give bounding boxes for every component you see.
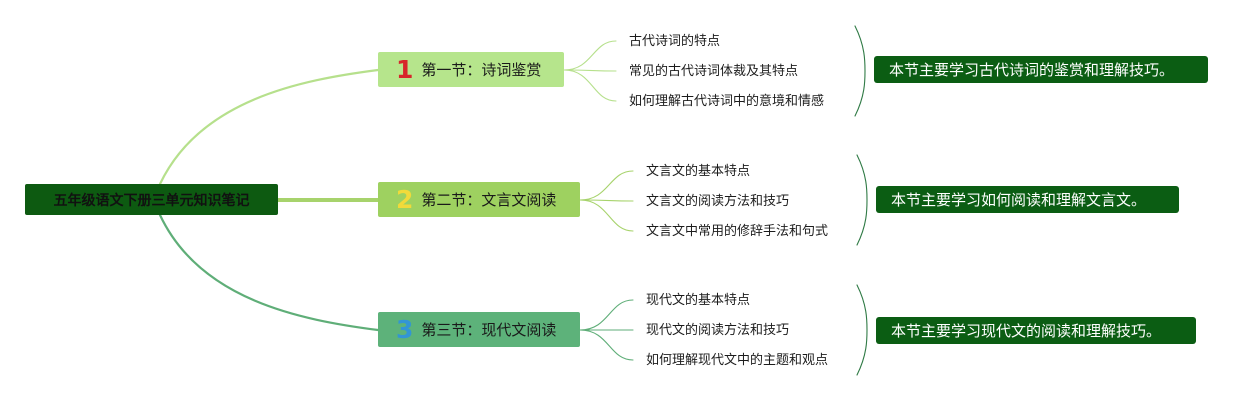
point-link-1-3 [563,69,617,102]
point-1-2: 常见的古代诗词体裁及其特点 [629,64,799,79]
point-link-2-3 [579,199,634,232]
section-number-1: 1 [396,55,414,84]
point-link-1-1 [563,40,617,71]
section-node-3[interactable]: 3 第三节：现代文阅读 [378,312,580,347]
root-link-1 [158,68,380,186]
section-node-1[interactable]: 1 第一节：诗词鉴赏 [378,52,564,87]
summary-text-3: 本节主要学习现代文的阅读和理解技巧。 [891,322,1162,340]
root-link-3 [158,213,380,332]
point-2-2: 文言文的阅读方法和技巧 [646,194,790,209]
summary-text-1: 本节主要学习古代诗词的鉴赏和理解技巧。 [889,61,1175,79]
point-link-2-1 [579,170,634,201]
summary-brace-2 [856,154,868,246]
summary-text-2: 本节主要学习如何阅读和理解文言文。 [891,191,1147,209]
point-3-3: 如何理解现代文中的主题和观点 [646,353,829,368]
summary-node-1[interactable]: 本节主要学习古代诗词的鉴赏和理解技巧。 [874,56,1208,83]
section-title-3: 第三节：现代文阅读 [421,321,557,339]
summary-node-2[interactable]: 本节主要学习如何阅读和理解文言文。 [876,186,1179,213]
point-link-3-1 [579,299,634,331]
point-3-2: 现代文的阅读方法和技巧 [646,323,790,338]
section-title-2: 第二节：文言文阅读 [421,191,557,209]
section-number-3: 3 [396,315,414,344]
summary-node-3[interactable]: 本节主要学习现代文的阅读和理解技巧。 [876,317,1196,344]
summary-brace-1 [854,25,866,117]
point-link-3-3 [579,329,634,361]
section-node-2[interactable]: 2 第二节：文言文阅读 [378,182,580,217]
summary-brace-3 [856,284,868,376]
section-title-1: 第一节：诗词鉴赏 [421,61,542,79]
root-label: 五年级语文下册三单元知识笔记 [53,192,250,209]
point-2-3: 文言文中常用的修辞手法和句式 [646,224,829,239]
root-node[interactable]: 五年级语文下册三单元知识笔记 [25,184,278,215]
point-2-1: 文言文的基本特点 [646,164,751,179]
point-3-1: 现代文的基本特点 [646,293,751,308]
point-1-1: 古代诗词的特点 [629,34,721,49]
point-1-3: 如何理解古代诗词中的意境和情感 [629,94,825,109]
section-number-2: 2 [396,185,414,214]
